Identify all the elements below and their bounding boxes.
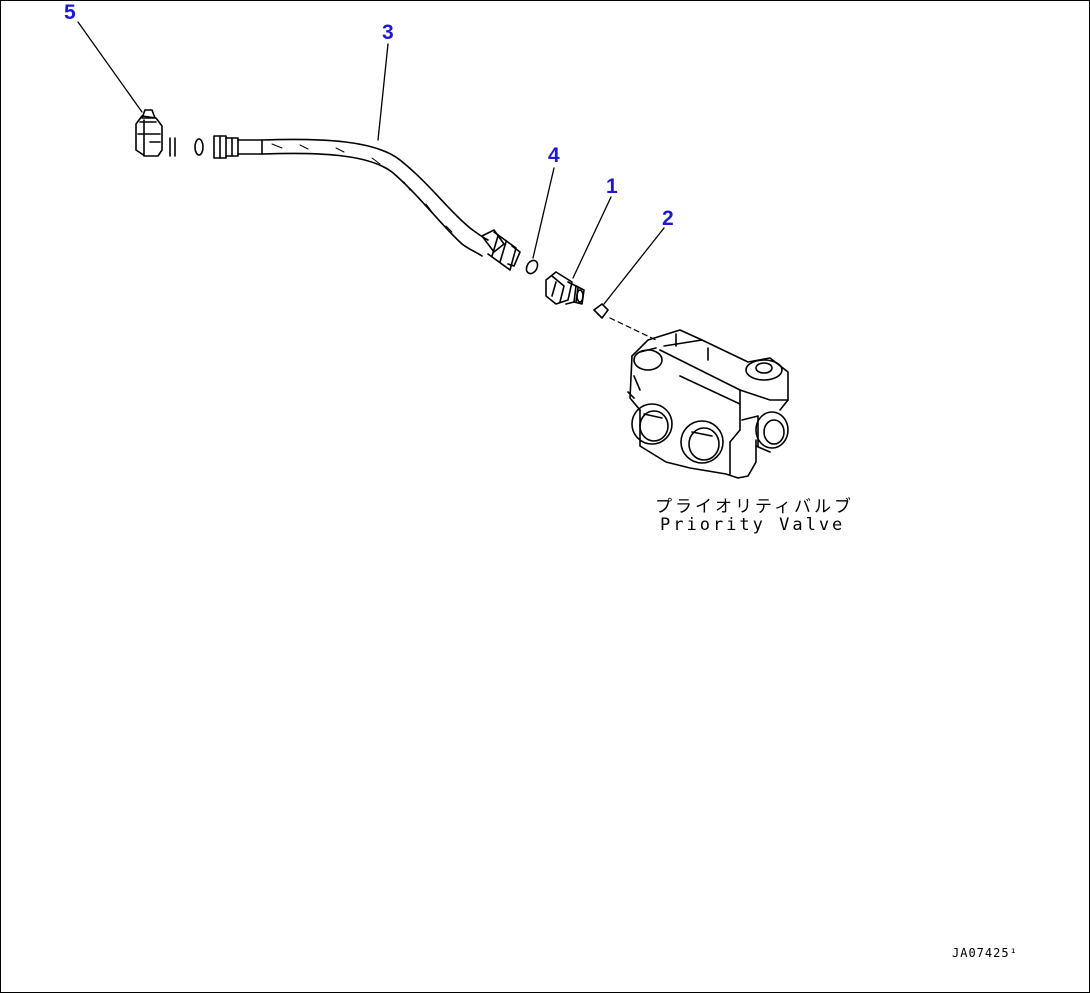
callout-1[interactable]: 1 xyxy=(606,175,618,198)
priority-valve-body xyxy=(627,329,789,479)
part-2-seal xyxy=(593,303,609,319)
leader-5 xyxy=(77,21,143,113)
leader-lines xyxy=(77,21,665,305)
drawing-id: JA07425¹ xyxy=(952,946,1018,960)
leader-3 xyxy=(377,43,389,141)
component-label-jp: プライオリティバルブ xyxy=(655,497,854,517)
component-label-en: Priority Valve xyxy=(660,515,846,535)
leader-1 xyxy=(572,196,612,279)
callout-3[interactable]: 3 xyxy=(382,21,394,44)
part-1-adapter-fitting xyxy=(545,271,585,305)
part-5-elbow-fitting xyxy=(135,109,204,157)
part-4-o-ring xyxy=(525,259,539,275)
callout-4[interactable]: 4 xyxy=(548,144,560,167)
alignment-line xyxy=(609,317,657,341)
callout-2[interactable]: 2 xyxy=(662,207,674,230)
leader-4 xyxy=(532,167,555,259)
callout-5[interactable]: 5 xyxy=(64,1,76,24)
leader-2 xyxy=(603,227,665,305)
part-3-hose-assembly xyxy=(213,135,521,271)
